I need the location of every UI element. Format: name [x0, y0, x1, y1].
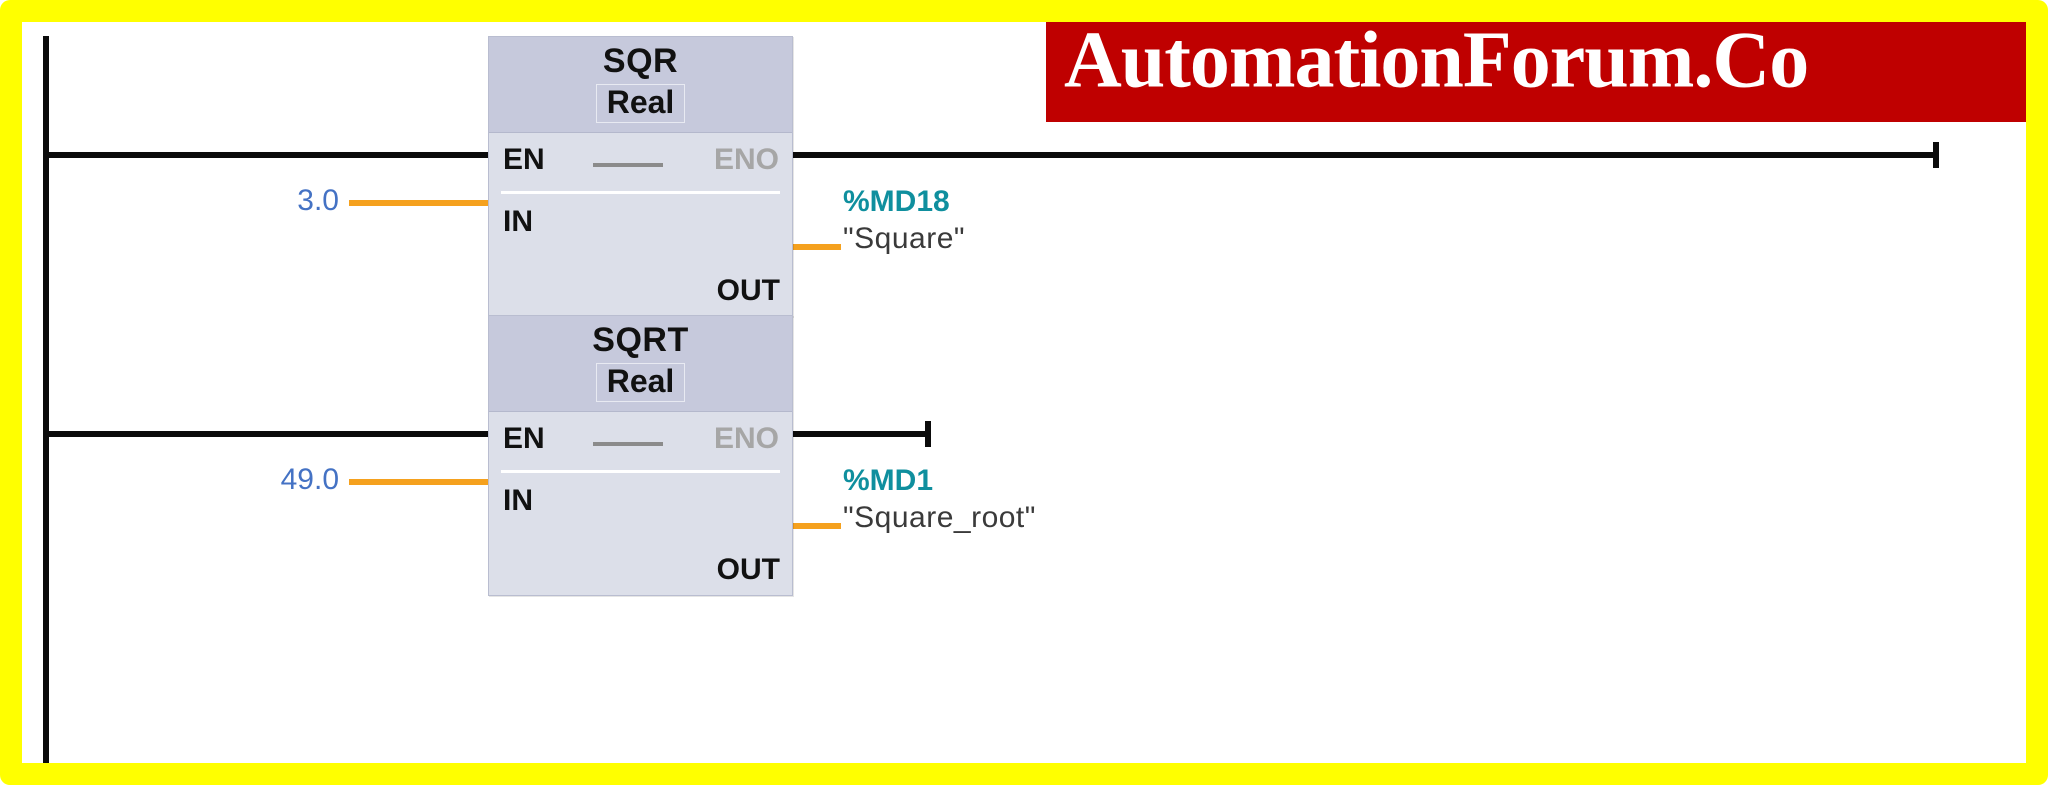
pin-label-in[interactable]: IN	[503, 484, 533, 518]
pin-label-en[interactable]: EN	[503, 422, 545, 456]
function-block-sqr-name: SQR	[602, 42, 679, 80]
rung-1-out-wire	[791, 244, 841, 250]
watermark-banner: AutomationForum.Co	[1046, 0, 2026, 122]
pin-label-eno[interactable]: ENO	[713, 143, 779, 177]
pin-label-eno[interactable]: ENO	[713, 422, 779, 456]
rung-2-output-address: %MD1	[843, 464, 934, 497]
pin-label-out[interactable]: OUT	[716, 553, 780, 587]
function-block-sqrt-body: EN ENO IN OUT	[489, 412, 792, 595]
left-power-rail	[43, 36, 49, 763]
function-block-sqr-datatype[interactable]: Real	[595, 83, 686, 124]
rung-1-output-tag-name: "Square"	[843, 221, 966, 255]
function-block-sqr-separator	[501, 191, 780, 195]
pin-label-in[interactable]: IN	[503, 205, 533, 239]
function-block-sqrt[interactable]: SQRT Real EN ENO IN OUT	[488, 315, 793, 597]
function-block-sqrt-datatype[interactable]: Real	[595, 362, 686, 403]
rung-1-terminator	[1933, 142, 1939, 168]
rung-1-in-value[interactable]: 3.0	[297, 184, 339, 217]
rung-1-output-wire	[791, 152, 1939, 158]
en-eno-connector-line	[593, 442, 663, 447]
rung-2-input-wire	[43, 431, 489, 437]
function-block-sqr[interactable]: SQR Real EN ENO IN OUT	[488, 36, 793, 318]
function-block-sqr-type-wrap: Real	[489, 83, 792, 124]
rung-1-output-tag[interactable]: %MD18 "Square"	[843, 184, 965, 257]
function-block-sqr-header: SQR Real	[489, 37, 792, 134]
rung-2-output-tag[interactable]: %MD1 "Square_root"	[843, 463, 1036, 536]
rung-2-output-wire	[791, 431, 931, 437]
function-block-sqr-en-row: EN ENO	[489, 133, 792, 195]
function-block-sqr-body: EN ENO IN OUT	[489, 133, 792, 316]
rung-2-out-wire	[791, 523, 841, 529]
rung-2-output-tag-name: "Square_root"	[843, 500, 1036, 534]
function-block-sqrt-name: SQRT	[592, 321, 689, 359]
function-block-sqrt-en-row: EN ENO	[489, 412, 792, 474]
ladder-canvas: 3.0 %MD18 "Square" SQR Real EN	[22, 22, 2026, 763]
function-block-sqrt-type-wrap: Real	[489, 362, 792, 403]
rung-1-output-address: %MD18	[843, 185, 950, 218]
pin-label-en[interactable]: EN	[503, 143, 545, 177]
watermark-text: AutomationForum.Co	[1064, 16, 1809, 105]
en-eno-connector-line	[593, 163, 663, 168]
pin-label-out[interactable]: OUT	[716, 274, 780, 308]
rung-2-in-wire	[349, 479, 489, 485]
rung-2-terminator	[925, 421, 931, 447]
rung-1-in-wire	[349, 200, 489, 206]
rung-2-in-value[interactable]: 49.0	[280, 463, 339, 496]
rung-1-input-wire	[43, 152, 489, 158]
function-block-sqrt-separator	[501, 470, 780, 474]
function-block-sqrt-header: SQRT Real	[489, 316, 792, 413]
